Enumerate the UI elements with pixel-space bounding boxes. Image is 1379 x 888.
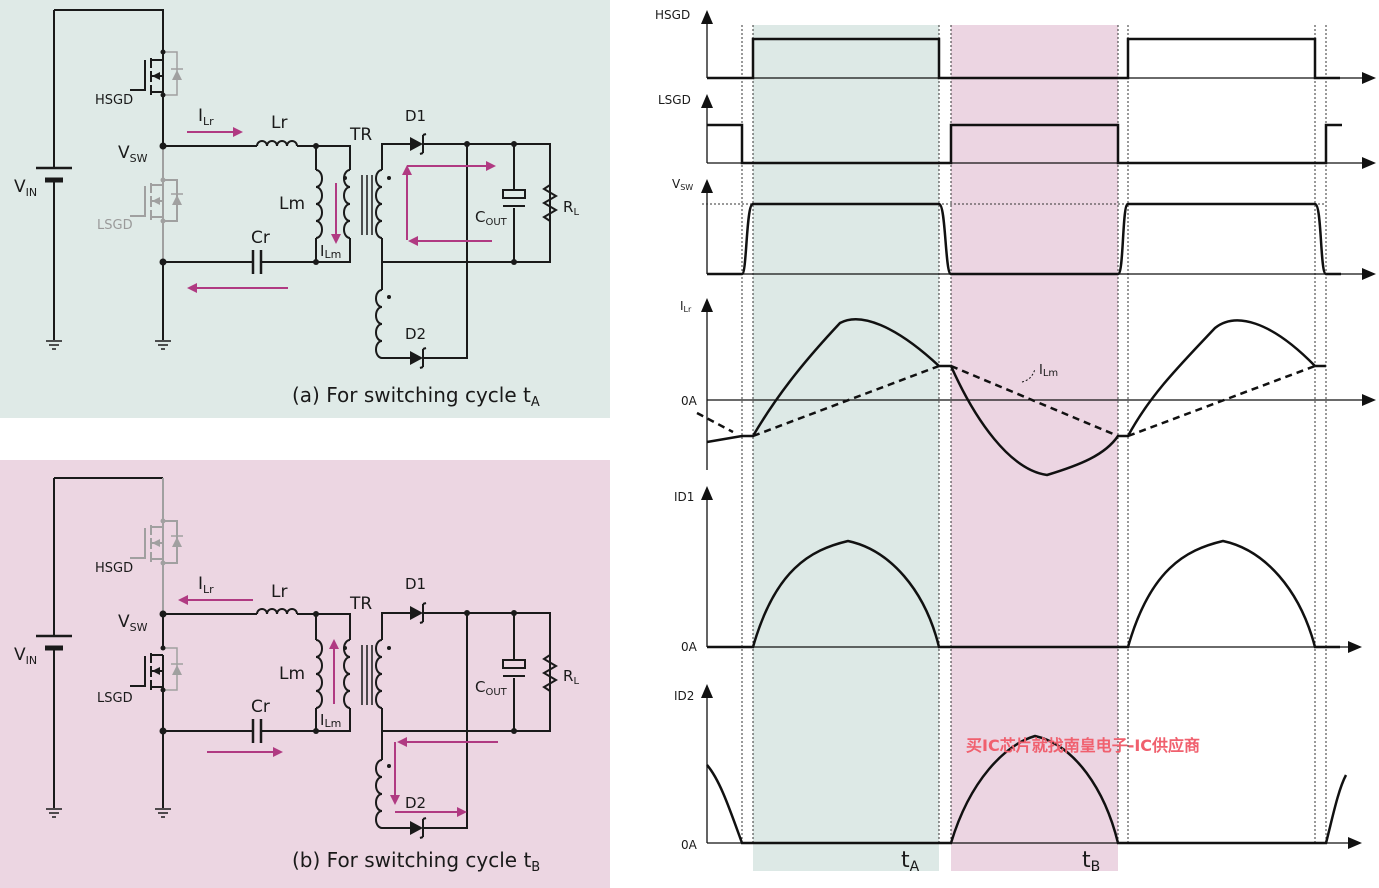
ground-icon <box>46 340 62 350</box>
vsw-axis-label: VSW <box>672 177 693 192</box>
lm-inductor-icon <box>315 169 323 239</box>
lsgd-label: LSGD <box>97 218 133 233</box>
d1-label: D1 <box>405 107 426 125</box>
high-side-mosfet-icon <box>130 49 183 98</box>
hsgd-axis-label: HSGD <box>655 8 690 22</box>
lsgd-trace <box>707 123 1342 165</box>
ilr-trace <box>706 318 1326 477</box>
id1-axis-label: ID1 <box>674 490 694 504</box>
lm-label: Lm <box>279 664 305 684</box>
tr-label: TR <box>349 125 372 145</box>
id2-zero-label: 0A <box>681 838 698 852</box>
cr-capacitor-icon <box>251 250 263 274</box>
d2-diode-icon <box>410 817 427 839</box>
d1-diode-icon <box>410 133 427 155</box>
transformer-secondary-bottom-icon <box>375 289 383 359</box>
hsgd-label: HSGD <box>95 561 133 576</box>
cr-label: Cr <box>251 228 270 248</box>
d2-label: D2 <box>405 325 426 343</box>
low-side-mosfet-icon <box>130 645 183 693</box>
lsgd-label: LSGD <box>97 691 133 706</box>
transformer-secondary-top-icon <box>375 169 383 239</box>
cout-label: COUT <box>475 208 508 228</box>
lr-label: Lr <box>271 113 287 133</box>
transformer-core-icon <box>361 645 373 705</box>
tr-label: TR <box>349 594 372 614</box>
vin-battery-icon <box>36 634 72 651</box>
lr-inductor-icon <box>256 608 298 615</box>
ground-icon <box>46 808 62 818</box>
ilm-trace <box>696 364 1316 438</box>
waveform-traces <box>706 37 1348 845</box>
ilr-label: ILr <box>198 106 214 128</box>
period-ta-band <box>753 25 939 871</box>
ilm-label: ILm <box>320 242 341 261</box>
panel-a-caption: (a) For switching cycle tA <box>292 383 540 410</box>
d2-label: D2 <box>405 794 426 812</box>
ilr-zero-label: 0A <box>681 394 698 408</box>
rl-label: RL <box>563 667 579 687</box>
cout-capacitor-icon <box>502 189 526 207</box>
hsgd-trace <box>707 37 1340 80</box>
cout-capacitor-icon <box>502 659 526 677</box>
period-tb-band <box>951 25 1118 871</box>
vin-label: VIN <box>14 177 37 199</box>
rl-resistor-icon <box>542 184 558 222</box>
d1-diode-icon <box>410 602 427 624</box>
vsw-label: VSW <box>118 143 148 165</box>
period-tb-label: tB <box>1082 848 1100 875</box>
id1-zero-label: 0A <box>681 640 698 654</box>
ilm-annotation-leader <box>1021 368 1036 383</box>
d1-label: D1 <box>405 575 426 593</box>
current-flow-arrows <box>178 595 498 817</box>
hsgd-label: HSGD <box>95 93 133 108</box>
current-flow-arrows <box>187 127 496 293</box>
id2-axis-label: ID2 <box>674 689 694 703</box>
panel-a-background <box>0 0 610 418</box>
vsw-trace <box>707 202 1341 276</box>
lsgd-axis-label: LSGD <box>658 93 691 107</box>
cr-label: Cr <box>251 697 270 717</box>
ilm-label: ILm <box>320 711 341 730</box>
circuit-panel-a: VIN HSGD LSGD VSW ILr Lr Lm ILm Cr TR D1… <box>0 0 610 418</box>
d2-diode-icon <box>410 347 427 369</box>
ilm-annotation: ILm <box>1039 363 1058 379</box>
transformer-core-icon <box>361 175 373 235</box>
lm-inductor-icon <box>315 639 323 709</box>
transformer-secondary-top-icon <box>375 639 383 709</box>
vsw-label: VSW <box>118 612 148 634</box>
vin-label: VIN <box>14 645 37 667</box>
rl-resistor-icon <box>542 654 558 692</box>
id1-trace <box>707 539 1340 649</box>
high-side-mosfet-icon <box>130 518 183 566</box>
panel-b-caption: (b) For switching cycle tB <box>292 848 540 875</box>
lm-label: Lm <box>279 194 305 214</box>
transformer-secondary-bottom-icon <box>375 759 383 829</box>
id2-trace <box>706 734 1348 845</box>
transformer-primary-icon <box>343 169 351 239</box>
ground-icon <box>155 808 171 818</box>
low-side-mosfet-icon <box>130 146 183 262</box>
timing-waveforms: HSGD LSGD VSW ILr 0A ILm ID1 0A ID2 0A t… <box>655 8 1376 875</box>
panel-b-background <box>0 460 610 888</box>
cout-label: COUT <box>475 678 508 698</box>
cr-capacitor-icon <box>251 719 263 743</box>
rl-label: RL <box>563 198 579 218</box>
lr-label: Lr <box>271 582 287 602</box>
ground-icon <box>155 340 171 350</box>
watermark-text: 买IC芯片就找南皇电子-IC供应商 <box>966 736 1200 755</box>
ilr-axis-label: ILr <box>680 299 692 314</box>
period-ta-label: tA <box>901 848 920 875</box>
vin-battery-icon <box>36 166 72 183</box>
circuit-panel-b: VIN HSGD LSGD VSW ILr Lr Lm ILm Cr TR D1… <box>0 460 610 888</box>
ilr-label: ILr <box>198 574 214 596</box>
lr-inductor-icon <box>256 140 298 147</box>
transformer-primary-icon <box>343 639 351 709</box>
